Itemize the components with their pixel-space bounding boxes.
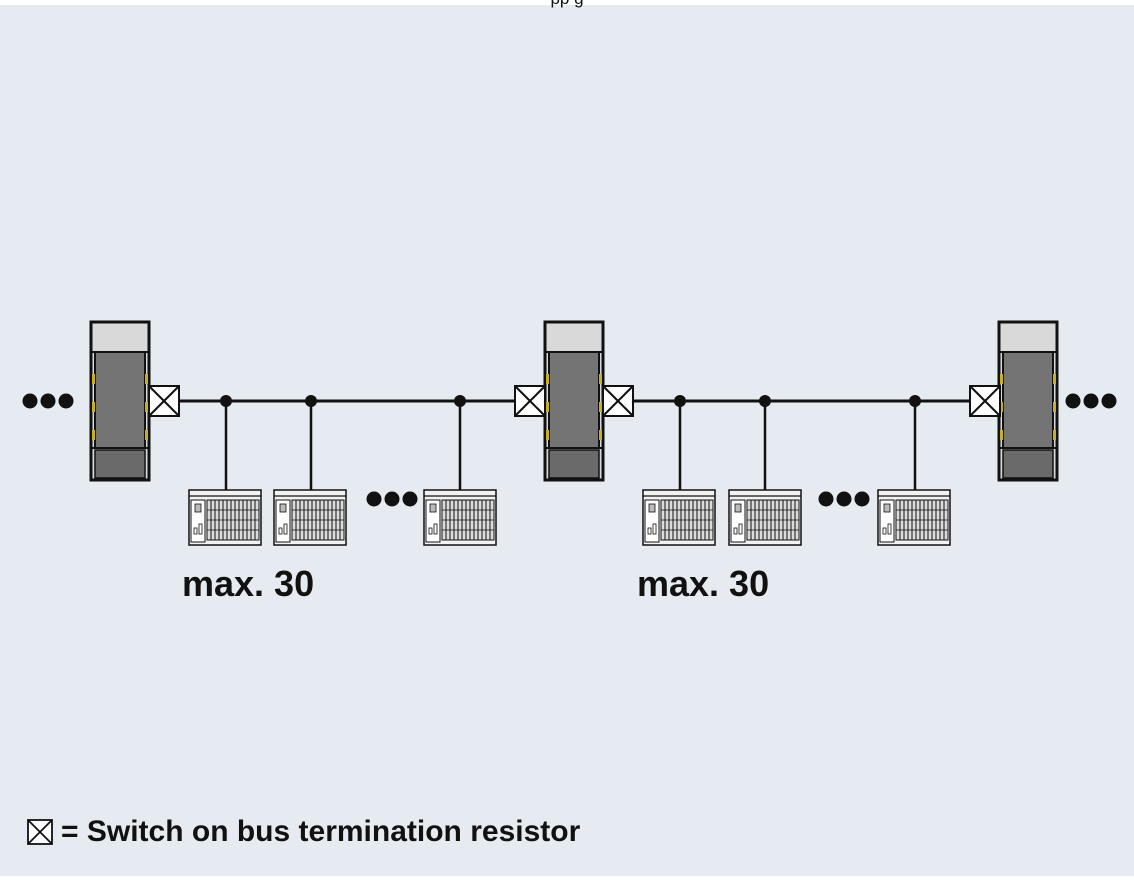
ellipsis-icon [366, 491, 418, 507]
junction-dot [674, 395, 686, 407]
junction-dot [454, 395, 466, 407]
segment-2-count-label: max. 30 [637, 563, 770, 604]
termination-switch-icon [148, 385, 180, 417]
termination-switch-icon [27, 819, 53, 845]
repeater-device-right [997, 320, 1059, 482]
bottom-strip [0, 876, 1134, 883]
segment-1-count-label: max. 30 [182, 563, 315, 604]
ellipsis-icon [1065, 393, 1117, 409]
slave-device [728, 489, 802, 546]
junction-dot [220, 395, 232, 407]
junction-dot [305, 395, 317, 407]
termination-switch-icon [602, 385, 634, 417]
junction-dot [759, 395, 771, 407]
legend-text: = Switch on bus termination resistor [61, 815, 581, 848]
junction-dot [909, 395, 921, 407]
slave-device [423, 489, 497, 546]
repeater-device-center [543, 320, 605, 482]
top-strip [0, 0, 1134, 5]
legend: = Switch on bus termination resistor [27, 815, 580, 849]
slave-device [642, 489, 716, 546]
termination-switch-icon [969, 385, 1001, 417]
slave-device [273, 489, 347, 546]
repeater-device-left [89, 320, 151, 482]
ellipsis-icon [818, 491, 870, 507]
termination-switch-icon [514, 385, 546, 417]
slave-device [877, 489, 951, 546]
ellipsis-icon [22, 393, 74, 409]
top-caption: pp g [0, 0, 1134, 9]
slave-device [188, 489, 262, 546]
